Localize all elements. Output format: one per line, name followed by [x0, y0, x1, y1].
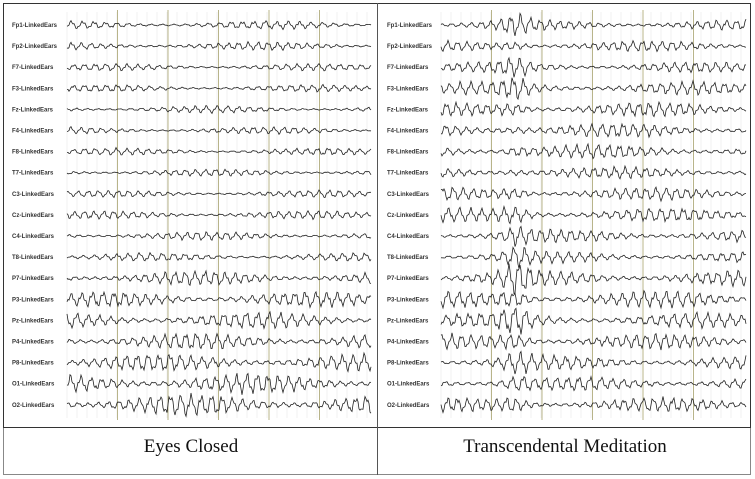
channel-label: O1-LinkedEars — [12, 382, 55, 388]
eeg-trace — [440, 142, 747, 160]
eeg-trace — [440, 289, 747, 310]
channel-label: Fp1-LinkedEars — [12, 23, 58, 29]
channel-label: F7-LinkedEars — [387, 65, 429, 71]
channel-label: O1-LinkedEars — [387, 382, 430, 388]
channel-label: Pz-LinkedEars — [12, 318, 54, 324]
channel-label: T7-LinkedEars — [12, 171, 54, 177]
channel-label: F4-LinkedEars — [387, 129, 429, 135]
eeg-trace — [66, 40, 372, 52]
caption-transcendental-meditation: Transcendental Meditation — [463, 436, 667, 457]
channel-label: O2-LinkedEars — [12, 403, 55, 409]
channel-label: P7-LinkedEars — [12, 276, 54, 282]
eeg-trace — [440, 164, 747, 180]
eeg-trace — [440, 307, 747, 335]
eeg-trace — [66, 310, 372, 330]
channel-label: T8-LinkedEars — [12, 255, 54, 261]
eeg-trace — [66, 290, 372, 309]
eeg-trace — [67, 146, 372, 156]
eeg-trace — [66, 231, 372, 242]
eeg-trace — [440, 246, 747, 269]
eeg-trace — [66, 351, 372, 373]
eeg-trace — [67, 83, 372, 93]
eeg-trace — [66, 269, 372, 287]
eeg-trace — [66, 189, 372, 199]
channel-label: C3-LinkedEars — [387, 192, 430, 198]
channel-label: T8-LinkedEars — [387, 255, 429, 261]
channel-label: Cz-LinkedEars — [12, 213, 54, 219]
eeg-trace — [440, 12, 747, 36]
channel-label: C4-LinkedEars — [12, 234, 55, 240]
channel-label: F8-LinkedEars — [12, 150, 54, 156]
eeg-trace — [66, 19, 372, 31]
eeg-trace — [66, 126, 372, 136]
eeg-trace — [66, 392, 372, 418]
channel-label: P4-LinkedEars — [12, 340, 54, 346]
channel-label: F8-LinkedEars — [387, 150, 429, 156]
eeg-trace — [66, 332, 372, 350]
channel-label: C3-LinkedEars — [12, 192, 55, 198]
panel-divider — [377, 3, 378, 475]
channel-label: C4-LinkedEars — [387, 234, 430, 240]
eeg-trace — [440, 77, 747, 101]
channel-label: Fp1-LinkedEars — [387, 23, 433, 29]
channel-label: T7-LinkedEars — [387, 171, 429, 177]
eeg-trace — [440, 332, 747, 351]
channel-label: O2-LinkedEars — [387, 403, 430, 409]
eeg-trace — [441, 122, 747, 139]
eeg-trace — [66, 62, 372, 72]
eeg-trace — [440, 38, 746, 53]
channel-label: F3-LinkedEars — [387, 86, 429, 92]
eeg-trace — [66, 251, 372, 262]
eeg-trace — [66, 372, 372, 395]
eeg-trace — [440, 100, 747, 118]
eeg-trace — [66, 209, 372, 221]
eeg-trace — [66, 168, 372, 177]
eeg-trace — [440, 56, 747, 78]
channel-label: Cz-LinkedEars — [387, 213, 429, 219]
eeg-trace — [440, 263, 747, 294]
eeg-trace — [440, 375, 747, 392]
channel-label: P4-LinkedEars — [387, 340, 429, 346]
caption-eyes-closed: Eyes Closed — [143, 436, 239, 457]
eeg-trace — [440, 186, 747, 203]
channel-label: F3-LinkedEars — [12, 86, 54, 92]
channel-label: Fz-LinkedEars — [12, 107, 54, 113]
channel-label: P3-LinkedEars — [12, 297, 54, 303]
eeg-trace — [440, 204, 747, 225]
channel-label: Fz-LinkedEars — [387, 107, 429, 113]
eeg-trace — [440, 396, 747, 414]
channel-label: P8-LinkedEars — [387, 361, 429, 367]
channel-label: Pz-LinkedEars — [387, 318, 429, 324]
eeg-trace — [66, 104, 372, 115]
channel-label: Fp2-LinkedEars — [387, 44, 433, 50]
eeg-trace — [440, 350, 747, 375]
channel-label: P7-LinkedEars — [387, 276, 429, 282]
channel-label: P3-LinkedEars — [387, 297, 429, 303]
channel-label: F7-LinkedEars — [12, 65, 54, 71]
channel-label: P8-LinkedEars — [12, 361, 54, 367]
eeg-trace — [440, 225, 747, 247]
channel-label: F4-LinkedEars — [12, 129, 54, 135]
channel-label: Fp2-LinkedEars — [12, 44, 58, 50]
